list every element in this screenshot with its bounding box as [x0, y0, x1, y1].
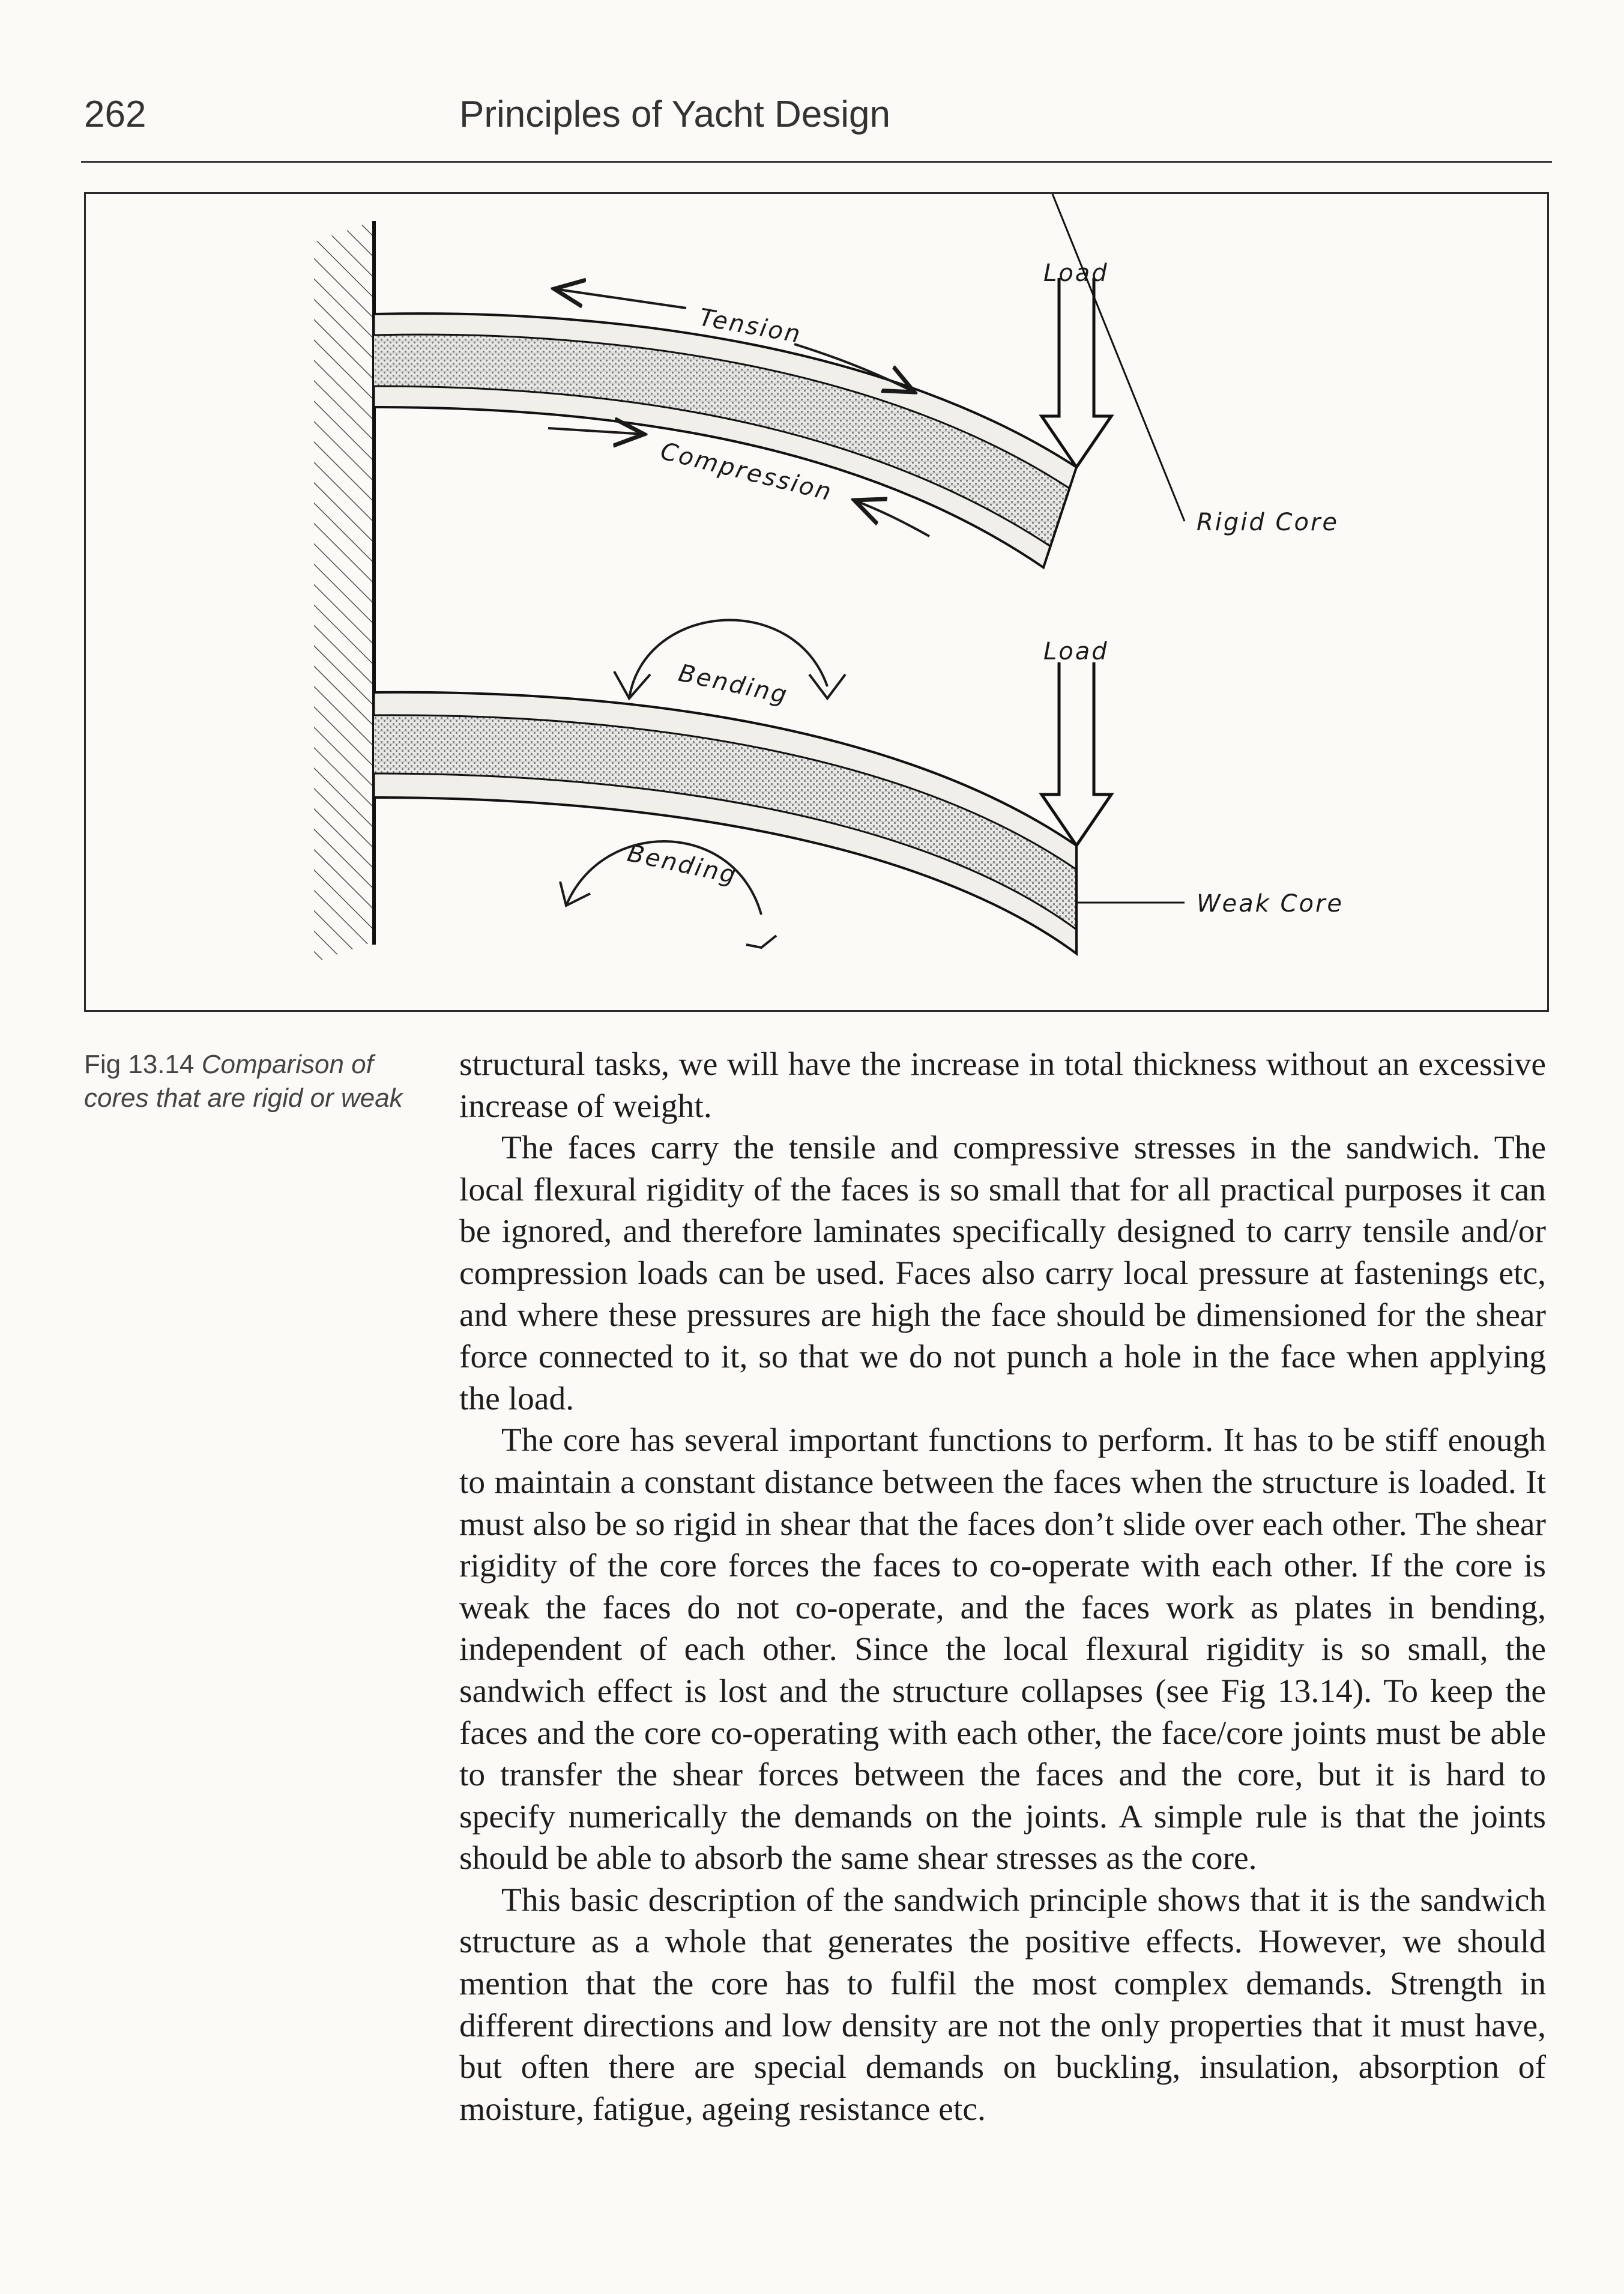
load-top-label: Load: [1043, 259, 1109, 287]
rigid-core-leader: [1051, 194, 1186, 522]
load-arrow-top: [1039, 278, 1114, 470]
load-arrow-bottom: [1039, 662, 1114, 849]
bending-lower-label: Bending: [625, 840, 740, 890]
header-rule: [81, 161, 1552, 163]
page-header: 262 Principles of Yacht Design: [0, 0, 1624, 168]
paragraph: This basic description of the sandwich p…: [459, 1881, 1546, 2128]
load-bottom-label: Load: [1043, 638, 1109, 665]
paragraph: structural tasks, we will have the incre…: [459, 1046, 1546, 1125]
weak-core-label: Weak Core: [1197, 890, 1344, 918]
bending-arrow-upper: [613, 619, 847, 701]
figure-13-14: Tension Compression Load Rigid Core Bend…: [84, 192, 1549, 1012]
running-title: Principles of Yacht Design: [459, 94, 890, 135]
figure-caption: Fig 13.14 Comparison of cores that are r…: [84, 1048, 420, 1115]
body-text: structural tasks, we will have the incre…: [459, 1044, 1546, 2130]
bending-arrow-lower: [559, 840, 777, 949]
paragraph: The faces carry the tensile and compress…: [459, 1130, 1546, 1417]
rigid-core-beam: [373, 312, 1078, 570]
stress-arrows: [548, 289, 930, 537]
caption-number: Fig 13.14: [84, 1050, 195, 1079]
rigid-core-label: Rigid Core: [1197, 509, 1339, 536]
sandwich-core-diagram: Tension Compression Load Rigid Core Bend…: [314, 194, 1344, 963]
wall-hatching: [314, 221, 376, 963]
weak-core-beam: [373, 691, 1078, 956]
page-number: 262: [84, 94, 146, 135]
caption-text: Comparison of cores that are rigid or we…: [84, 1050, 403, 1113]
paragraph: The core has several important functions…: [459, 1422, 1546, 1877]
bending-upper-label: Bending: [676, 659, 791, 710]
